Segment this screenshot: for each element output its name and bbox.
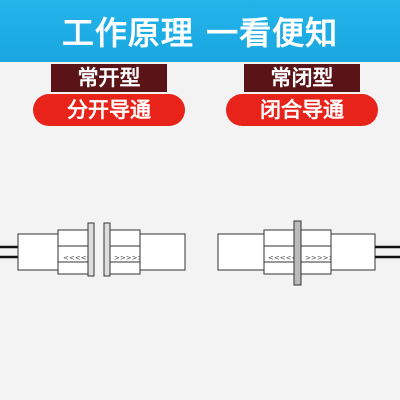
- normally-closed-state-label: 闭合导通: [226, 94, 378, 126]
- right-sensor-housing: [109, 229, 141, 275]
- left-sensor-flange: [87, 222, 95, 277]
- nc-right-sensor-arrows: >>>>>: [305, 254, 334, 262]
- right-sensor-flange: [103, 222, 111, 277]
- left-sensor-arrows: <<<<<: [63, 254, 92, 262]
- title-banner: 工作原理 一看便知: [0, 0, 400, 62]
- nc-flange: [293, 220, 302, 286]
- nc-right-sensor-housing: [300, 229, 332, 275]
- normally-closed-type-label: 常闭型: [244, 64, 360, 92]
- left-sensor-housing: [57, 229, 89, 275]
- left-sensor-body: [17, 233, 59, 271]
- normally-closed-panel: 常闭型 闭合导通: [226, 64, 378, 126]
- normally-open-state-label: 分开导通: [33, 94, 185, 126]
- nc-right-sensor-body: [330, 233, 376, 271]
- right-sensor-body: [139, 233, 186, 271]
- nc-left-sensor-body: [217, 233, 265, 271]
- normally-open-type-label: 常开型: [51, 64, 167, 92]
- banner-title: 工作原理 一看便知: [61, 14, 339, 52]
- normally-open-sensor-pair: <<<<< >>>>>: [0, 222, 186, 277]
- normally-open-panel: 常开型 分开导通: [33, 64, 185, 126]
- nc-left-sensor-arrows: <<<<<: [268, 254, 297, 262]
- normally-closed-sensor-pair: <<<<< >>>>>: [217, 220, 400, 286]
- right-sensor-arrows: >>>>>: [114, 254, 143, 262]
- nc-left-sensor-housing: [263, 229, 295, 275]
